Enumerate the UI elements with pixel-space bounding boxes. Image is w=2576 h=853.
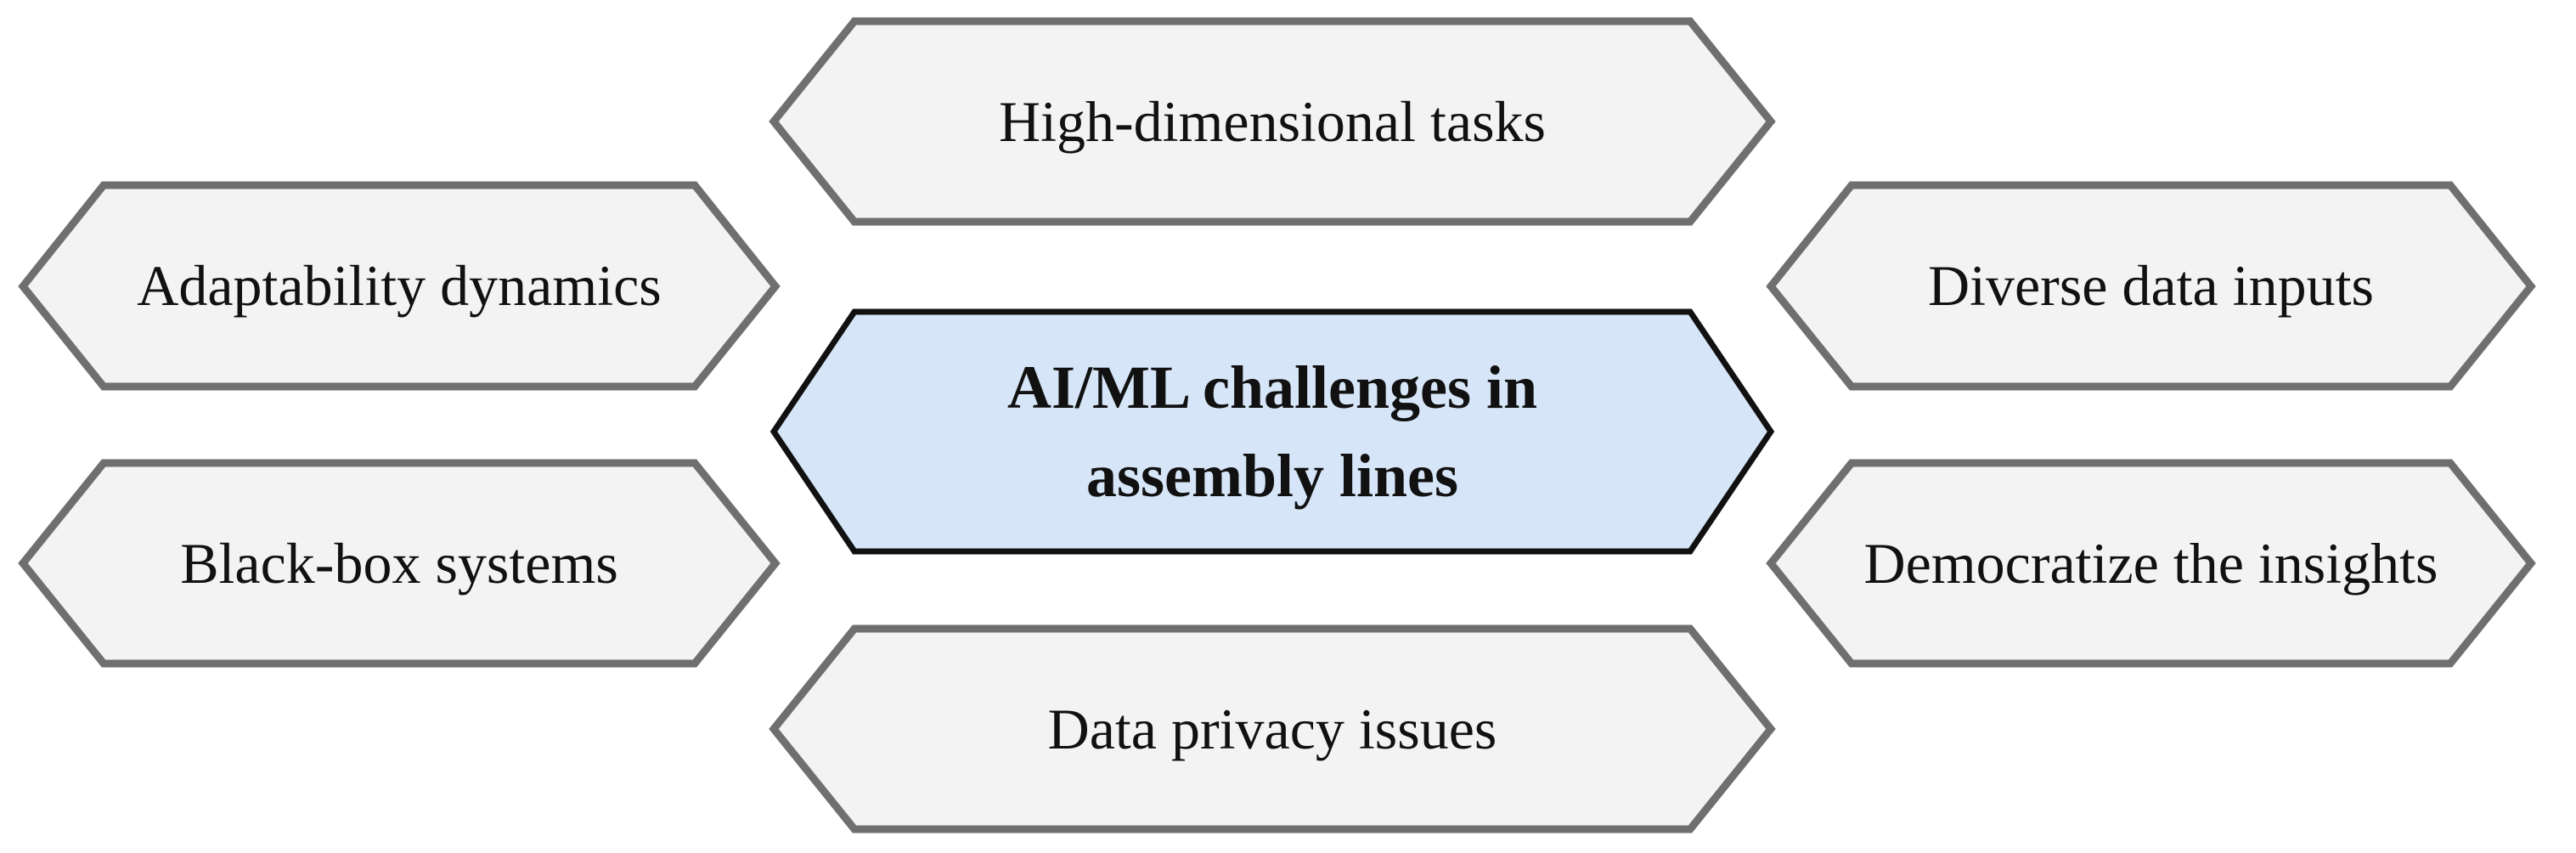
node-top-label: High-dimensional tasks (998, 88, 1547, 154)
node-bottom-label: Data privacy issues (1047, 696, 1497, 761)
center-label: AI/ML challenges in assembly lines (1006, 353, 1538, 510)
hexagon-left-top (18, 181, 781, 391)
hexagon-left-bottom (18, 459, 781, 668)
hexagon-right-bottom (1766, 459, 2536, 668)
hexagon-bottom (769, 624, 1776, 833)
node-left-top-label: Adaptability dynamics (137, 253, 662, 318)
hexagon-top (769, 17, 1776, 226)
node-right-top-label: Diverse data inputs (1928, 253, 2374, 318)
hexagon-right-top (1766, 181, 2536, 391)
node-right-bottom-label: Democratize the insights (1863, 530, 2438, 596)
hexagon-center (769, 308, 1775, 555)
node-left-bottom-label: Black-box systems (180, 530, 618, 596)
